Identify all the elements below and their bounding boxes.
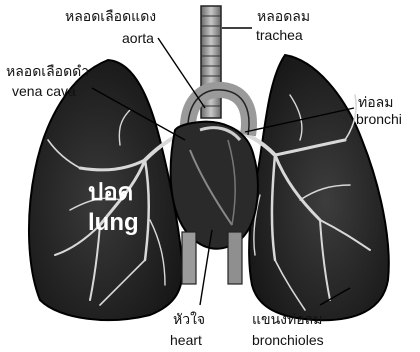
label-vena-cava-th: หลอดเลือดดำ	[6, 63, 89, 79]
label-bronchi-en: bronchi	[356, 111, 402, 127]
label-aorta-th: หลอดเลือดแดง	[65, 8, 156, 24]
label-trachea-en: trachea	[256, 27, 303, 43]
label-lung-th: ปอด	[88, 179, 133, 206]
label-aorta-en: aorta	[122, 30, 154, 46]
label-trachea-th: หลอดลม	[257, 8, 310, 24]
label-heart-en: heart	[170, 332, 202, 348]
descending-aorta	[228, 232, 242, 284]
label-bronchioles-en: bronchioles	[252, 332, 324, 348]
label-bronchi-th: ท่อลม	[358, 94, 393, 110]
label-vena-cava-en: vena cava	[12, 83, 76, 99]
heart	[171, 122, 258, 249]
label-lung-en: lung	[88, 209, 139, 236]
vena-cava	[182, 232, 196, 284]
label-heart-th: หัวใจ	[173, 311, 205, 327]
label-bronchioles-th: แขนงท่อลม	[252, 311, 322, 327]
